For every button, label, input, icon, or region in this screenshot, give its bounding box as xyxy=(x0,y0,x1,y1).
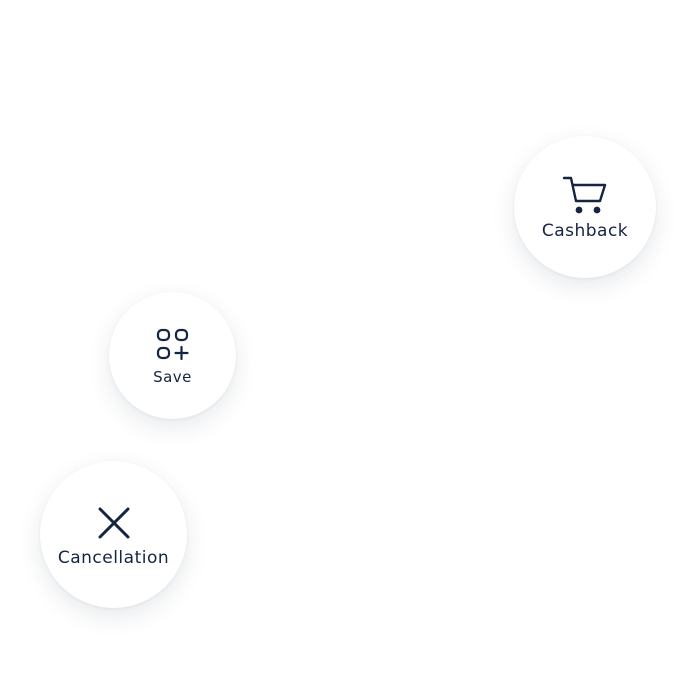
shopping-cart-icon xyxy=(562,175,608,215)
cashback-button[interactable]: Cashback xyxy=(514,136,656,278)
save-button[interactable]: Save xyxy=(109,292,236,419)
cancellation-label: Cancellation xyxy=(57,547,170,568)
cashback-label: Cashback xyxy=(541,221,629,241)
cancellation-button[interactable]: Cancellation xyxy=(40,461,187,608)
apps-add-icon xyxy=(156,328,190,362)
close-icon xyxy=(97,506,131,540)
save-label: Save xyxy=(153,367,192,386)
